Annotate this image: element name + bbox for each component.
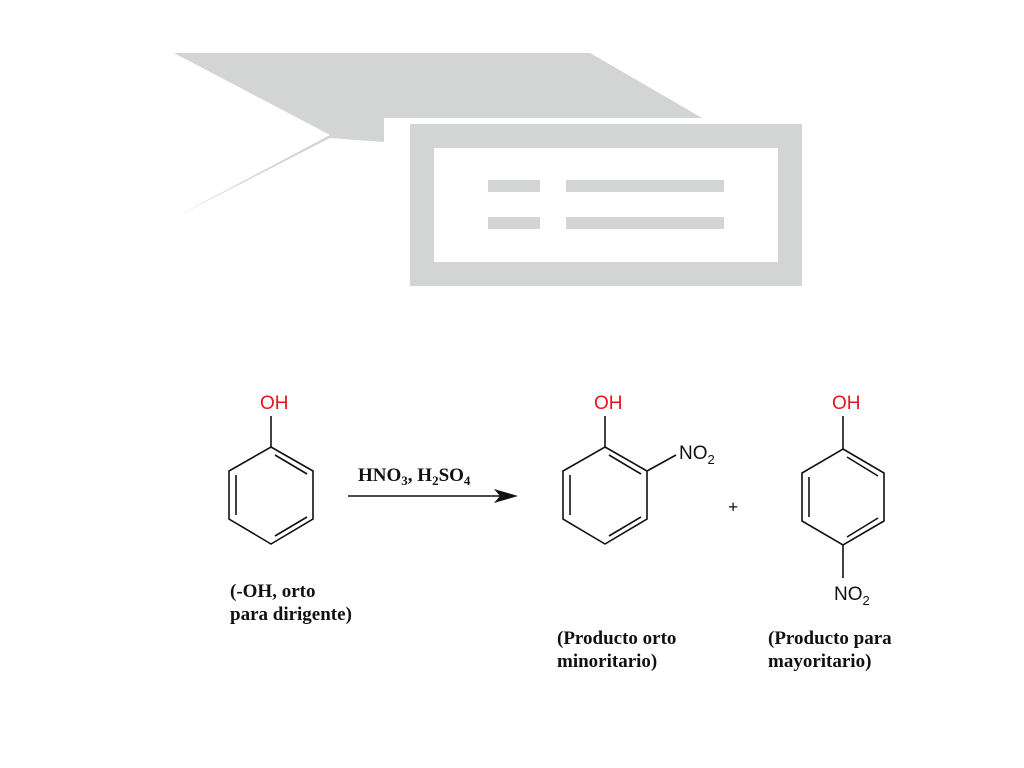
plus-sign: + (728, 497, 738, 517)
reagents-label: HNO3, H2SO4 (358, 465, 471, 488)
placeholder-arrow-body (174, 53, 702, 218)
placeholder-card-outline (410, 124, 802, 286)
ortho-caption-line2: minoritario) (557, 651, 657, 672)
para-oh-label: OH (832, 393, 861, 414)
placeholder-line-short-2 (488, 217, 540, 229)
para-caption-line2: mayoritario) (768, 651, 871, 672)
placeholder-line-short-1 (488, 180, 540, 192)
reactant-caption-line2: para dirigente) (230, 604, 352, 625)
ortho-nitrophenol-structure: OH NO2 (562, 393, 715, 545)
phenol-oh-label: OH (260, 393, 289, 414)
phenol-structure: OH (228, 393, 314, 545)
ortho-oh-label: OH (594, 393, 623, 414)
ortho-no2-label: NO2 (679, 443, 715, 467)
placeholder-line-long-1 (566, 180, 724, 192)
placeholder-line-long-2 (566, 217, 724, 229)
reactant-caption-line1: (-OH, orto (230, 581, 315, 602)
para-caption-line1: (Producto para (768, 628, 892, 649)
ortho-caption-line1: (Producto orto (557, 628, 676, 649)
para-nitrophenol-structure: OH NO2 (801, 393, 885, 608)
placeholder-graphic (174, 53, 802, 286)
reaction-arrow (348, 489, 518, 503)
para-no2-label: NO2 (834, 584, 870, 608)
